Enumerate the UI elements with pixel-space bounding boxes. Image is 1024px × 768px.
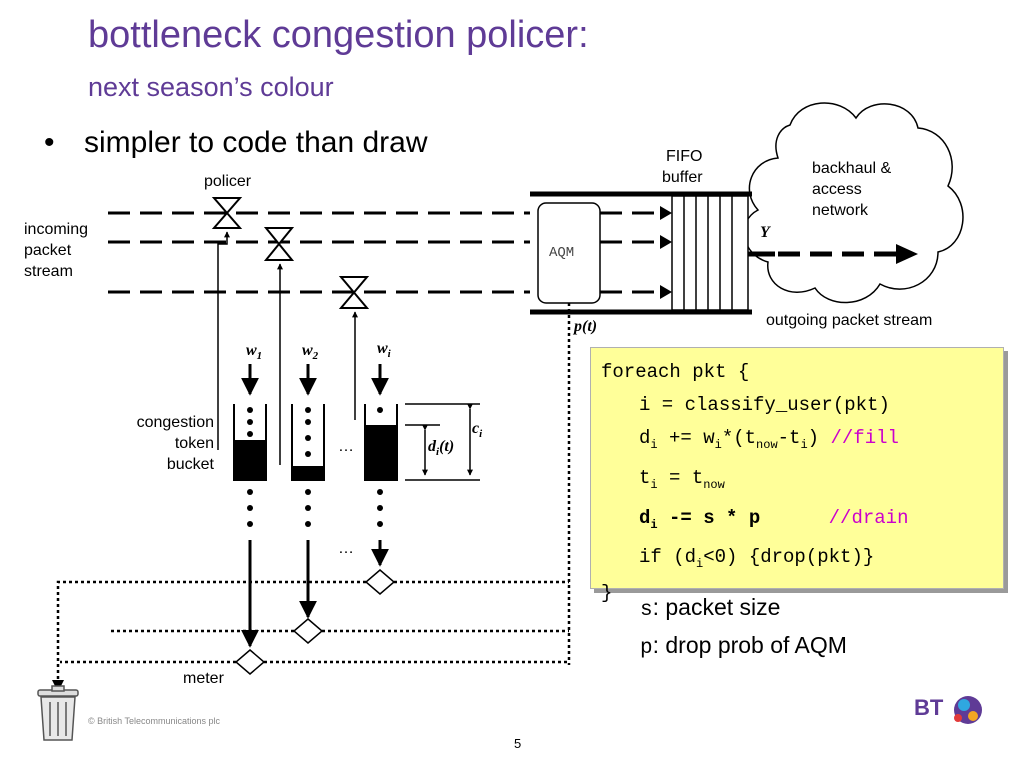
weight-arrows [241,364,389,396]
weight-label-i: wi [377,340,391,361]
copyright: © British Telecommunications plc [88,716,221,726]
trash-bin-icon [37,685,79,741]
stream-arrowheads [660,206,672,299]
code-line: di -= s * p //drain [639,506,909,532]
policer-label: policer [204,173,252,190]
bucket-label-line: bucket [166,456,214,473]
code-line: } [601,582,613,605]
ellipsis-upper: … [338,438,354,455]
bt-logo-text: BT [914,695,944,720]
bullet-marker: • [44,126,55,159]
code-comment: //drain [828,506,909,529]
ci-label: ci [472,420,483,441]
token-dots [247,407,383,527]
legend-p: p: drop prob of AQM [640,632,847,660]
bullet-point: • simpler to code than draw [44,126,428,160]
cloud-label-line: access [812,181,862,198]
dimension-markers [405,403,480,481]
ellipsis-lower: … [338,540,354,557]
outgoing-label: outgoing packet stream [766,312,933,329]
bucket-label-line: token [174,435,214,452]
code-block: foreach pkt { i = classify_user(pkt) di … [591,348,1003,605]
meter-dotted-lines [56,580,569,688]
code-box: foreach pkt { i = classify_user(pkt) di … [590,347,1004,604]
incoming-label-line: packet [24,242,72,259]
legend-s: s: packet size [640,594,781,622]
page-number: 5 [514,736,522,751]
bullet-text: simpler to code than draw [84,126,428,159]
cloud-label: backhaul & access network [812,158,891,221]
cloud-label-line: network [812,202,869,219]
code-line: ti = tnow [639,466,725,492]
slide-title: bottleneck congestion policer: [88,14,589,56]
incoming-label: incoming packet stream [24,219,88,282]
code-line: foreach pkt { [601,361,750,383]
code-line: di += wi*(tnow-ti) //fill [639,427,899,452]
aqm-label: AQM [549,245,575,261]
incoming-streams [108,211,668,294]
code-comment: //fill [830,427,899,449]
valve-icon [211,197,370,309]
drain-arrows [241,540,389,648]
bucket-label: congestion token bucket [118,412,214,475]
fifo-label: FIFO buffer [662,146,703,188]
incoming-label-line: incoming [24,221,89,238]
bt-logo-icon [954,696,982,724]
code-line: if (di<0) {drop(pkt)} [639,546,875,572]
weight-label-1: w1 [246,342,263,363]
fifo-buffer [671,195,749,311]
bottleneck-pipe [530,191,752,315]
di-label: di(t) [428,438,455,459]
fifo-label-line: FIFO [666,148,703,165]
fifo-label-line: buffer [662,169,703,186]
weight-label-2: w2 [302,342,319,363]
slide-subtitle: next season’s colour [88,72,334,102]
outgoing-arrowhead [896,244,918,264]
y-label: Y [760,224,770,241]
meter-diamond [234,569,396,675]
meter-label: meter [183,670,224,687]
code-line: i = classify_user(pkt) [639,394,890,416]
incoming-label-line: stream [24,263,73,280]
pt-label: p(t) [574,318,598,335]
valve-feedback [217,231,358,465]
bucket-fill [235,425,396,480]
bucket-label-line: congestion [136,414,214,431]
cloud-label-line: backhaul & [812,160,892,177]
